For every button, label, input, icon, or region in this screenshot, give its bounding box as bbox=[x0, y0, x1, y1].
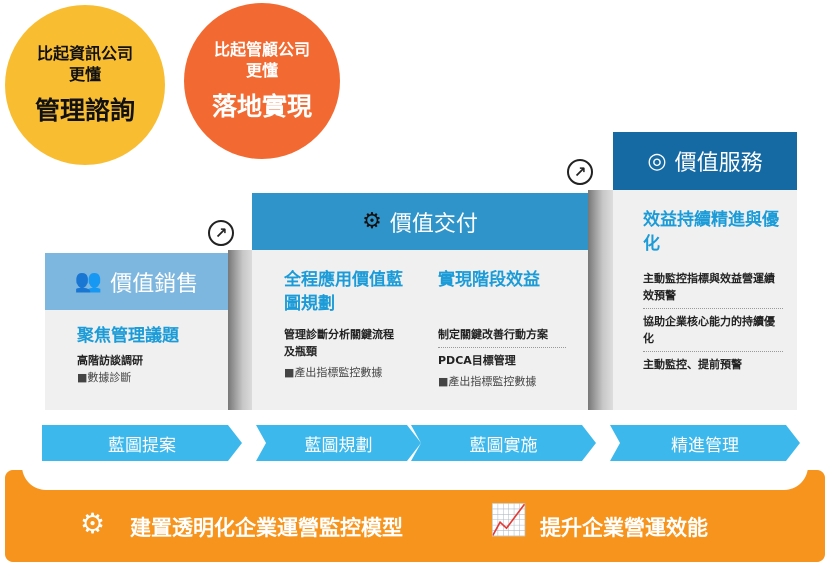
step-shadow bbox=[228, 250, 253, 410]
delivery-left-title: 全程應用價值藍圖規劃 bbox=[284, 270, 403, 314]
bubble-management-consulting: 比起資訊公司 更懂 管理諮詢 bbox=[5, 5, 165, 165]
bubble-line1: 比起管顧公司 bbox=[213, 40, 310, 59]
divider bbox=[643, 351, 783, 352]
bubble-big: 落地實現 bbox=[211, 92, 312, 121]
step-shadow bbox=[588, 190, 613, 410]
divider bbox=[643, 308, 783, 309]
delivery-left-item: 管理診斷分析關鍵流程及瓶頸 bbox=[284, 328, 394, 358]
bubble-line1: 比起資訊公司 bbox=[36, 44, 133, 63]
step-blueprint-planning: 藍圖規劃 bbox=[256, 425, 421, 461]
step-blueprint-proposal: 藍圖提案 bbox=[42, 425, 242, 461]
gears-icon: ⚙ bbox=[362, 209, 382, 234]
people-icon: 👥 bbox=[74, 269, 103, 294]
service-item: 主動監控指標與效益營運績效預警 bbox=[643, 272, 775, 302]
sales-item: 高階訪談調研 bbox=[77, 354, 143, 367]
step-blueprint-implementation: 藍圖實施 bbox=[411, 425, 596, 461]
sales-gray-item: ■數據診斷 bbox=[77, 371, 132, 384]
delivery-right-item2: PDCA目標管理 bbox=[438, 354, 516, 367]
service-body: 效益持續精進與優化 主動監控指標與效益營運績效預警 協助企業核心能力的持續優化 … bbox=[613, 190, 797, 410]
sales-header-label: 價值銷售 bbox=[110, 271, 199, 297]
step-label: 藍圖提案 bbox=[108, 435, 176, 456]
target-icon: ◎ bbox=[647, 148, 667, 174]
delivery-body: 全程應用價值藍圖規劃 管理診斷分析關鍵流程及瓶頸 ■產出指標監控數據 實現階段效… bbox=[252, 250, 588, 410]
service-item: 協助企業核心能力的持續優化 bbox=[643, 315, 775, 345]
delivery-right-title: 實現階段效益 bbox=[438, 270, 540, 290]
step-label: 藍圖實施 bbox=[469, 435, 538, 456]
banner-curve bbox=[22, 462, 808, 490]
step-refinement: 精進管理 bbox=[610, 425, 800, 461]
sales-header: 👥 價值銷售 bbox=[45, 253, 228, 310]
sales-body: 聚焦管理議題 高階訪談調研 ■數據診斷 bbox=[45, 310, 228, 410]
bubble-implementation: 比起管顧公司 更懂 落地實現 bbox=[184, 3, 340, 159]
banner-right-text: 提升企業營運效能 bbox=[540, 516, 708, 540]
bubble-line2: 更懂 bbox=[68, 65, 101, 84]
divider bbox=[438, 347, 566, 348]
arrow-up-right-icon: ↗ bbox=[208, 220, 234, 246]
step-label: 精進管理 bbox=[671, 435, 739, 456]
service-title: 效益持續精進與優化 bbox=[643, 210, 779, 254]
delivery-header: ⚙ 價值交付 bbox=[252, 193, 588, 250]
growth-chart-icon: 📈 bbox=[490, 503, 528, 538]
step-label: 藍圖規劃 bbox=[304, 435, 373, 456]
gears-icon: ⚙ bbox=[80, 507, 106, 540]
delivery-right-item1: 制定關鍵改善行動方案 bbox=[438, 328, 548, 341]
service-item: 主動監控、提前預警 bbox=[643, 358, 742, 371]
arrow-up-right-icon: ↗ bbox=[567, 159, 593, 185]
banner-left-text: 建置透明化企業運營監控模型 bbox=[130, 516, 403, 540]
delivery-right-gray: ■產出指標監控數據 bbox=[438, 375, 537, 388]
service-header: ◎ 價值服務 bbox=[613, 132, 797, 190]
delivery-left-gray: ■產出指標監控數據 bbox=[284, 366, 383, 379]
service-header-label: 價值服務 bbox=[674, 151, 763, 176]
bubble-big: 管理諮詢 bbox=[34, 96, 135, 125]
bubble-line2: 更懂 bbox=[245, 61, 278, 80]
delivery-header-label: 價值交付 bbox=[389, 211, 478, 237]
sales-title: 聚焦管理議題 bbox=[77, 326, 179, 346]
